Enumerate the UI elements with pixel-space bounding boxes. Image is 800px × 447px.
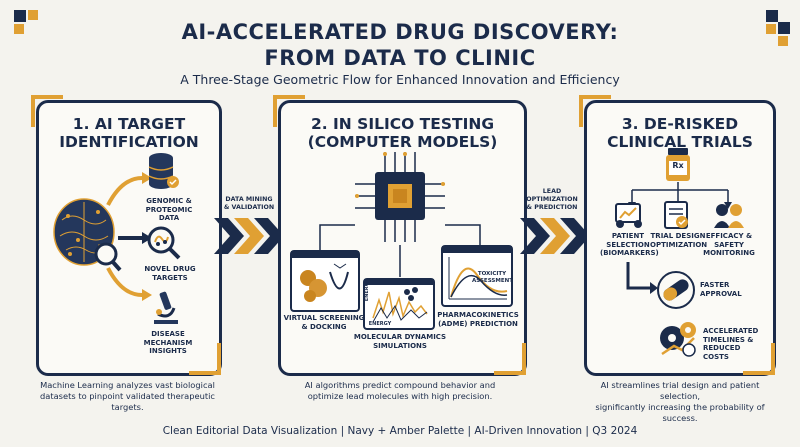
rx-bottle-icon [666, 148, 690, 181]
stage1-title-line2: IDENTIFICATION [59, 133, 199, 151]
stage3-amber-corners [579, 95, 775, 375]
stage2-amber-corners [273, 95, 526, 375]
page-title-line1: AI-ACCELERATED DRUG DISCOVERY: [181, 20, 619, 44]
pill-icon [657, 271, 695, 309]
stage1-panel: 1. AI TARGET IDENTIFICATION [36, 100, 222, 376]
corner-decoration-top-left [14, 10, 38, 34]
ai-chip-icon [355, 152, 445, 242]
footer-text: Clean Editorial Data Visualization | Nav… [162, 425, 638, 437]
corner-decoration-top-right [766, 10, 790, 46]
page-title-line2: FROM DATA TO CLINIC [264, 46, 536, 70]
stage3-caption: AI streamlines trial design and patient … [595, 380, 765, 423]
stage3-arrow [626, 262, 658, 294]
stage1-amber-corners [31, 95, 221, 375]
stage2-caption: AI algorithms predict compound behavior … [304, 380, 496, 401]
stage2-title-line1: 2. IN SILICO TESTING [310, 115, 495, 133]
flow1-label: DATA MINING& VALIDATION [223, 196, 275, 211]
database-icon [148, 153, 179, 189]
page-subtitle: A Three-Stage Geometric Flow for Enhance… [180, 72, 620, 87]
pharmacokinetics-label: PHARMACOKINETICS(ADME) PREDICTION [437, 311, 519, 328]
md-axis-x-label: ENERGY [368, 321, 392, 327]
patient-selection-icon [615, 203, 642, 228]
stage1-caption: Machine Learning analyzes vast biologica… [39, 380, 215, 412]
docking-card [290, 250, 360, 312]
genomic-data-label: GENOMIC &PROTEOMIC DATA [145, 197, 193, 222]
ai-brain-icon [53, 198, 122, 272]
trial-design-icon [664, 201, 688, 229]
rx-label: Rx [672, 161, 684, 170]
microscope-icon [154, 291, 178, 324]
stage3-panel: 3. DE-RISKED CLINICAL TRIALS [584, 100, 776, 376]
stage2-title-line2: (COMPUTER MODELS) [307, 133, 498, 151]
stage1-arrows [106, 172, 152, 301]
chip-connectors [319, 224, 481, 277]
efficacy-monitoring-icon [714, 204, 744, 228]
stage3-title-line2: CLINICAL TRIALS [607, 133, 753, 151]
stage3-title-line1: 3. DE-RISKED [621, 115, 739, 133]
md-axis-y-label: ENERGY [363, 278, 370, 302]
magnifier-icon [147, 226, 181, 260]
molecular-dynamics-card [363, 278, 435, 330]
virtual-screening-label: VIRTUAL SCREENING& DOCKING [283, 314, 365, 331]
toxicity-chart-card [441, 245, 513, 307]
gears-icon [660, 322, 696, 357]
stage1-title-line1: 1. AI TARGET [72, 115, 186, 133]
